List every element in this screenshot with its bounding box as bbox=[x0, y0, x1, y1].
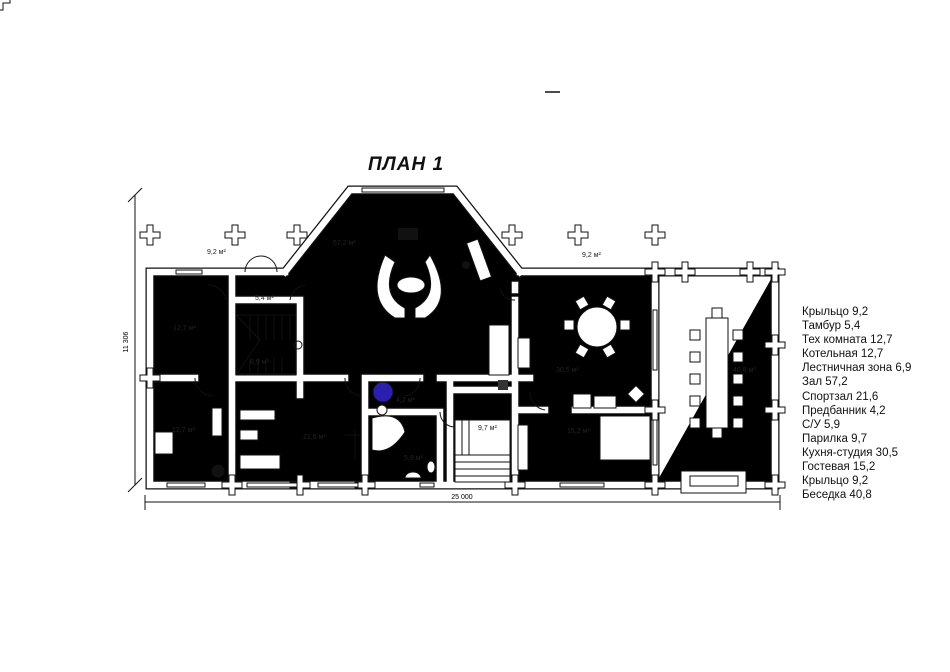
legend-item: Предбанник 4,2 bbox=[802, 404, 886, 417]
area-label: 21,6 м² bbox=[303, 434, 326, 441]
legend-item: Парилка 9,7 bbox=[802, 432, 868, 445]
area-label: 5,9 м² bbox=[404, 455, 423, 462]
posts bbox=[0, 0, 786, 496]
gazebo-furniture bbox=[680, 307, 747, 494]
area-label: 4,2 м² bbox=[396, 397, 415, 404]
windows bbox=[166, 187, 658, 488]
walls bbox=[150, 190, 775, 485]
dimension-lines bbox=[127, 187, 781, 510]
legend-item: Крыльцо 9,2 bbox=[802, 306, 869, 318]
area-label: 9,7 м² bbox=[478, 425, 497, 432]
area-label: 12,7 м² bbox=[172, 427, 195, 434]
area-label: 5,4 м² bbox=[255, 295, 274, 302]
height-dimension: 11 306 bbox=[123, 331, 130, 352]
bath-fixtures bbox=[371, 380, 511, 483]
legend-item: Лестничная зона 6,9 bbox=[802, 362, 912, 375]
hall-furniture bbox=[376, 228, 531, 376]
legend-item: Кухня-студия 30,5 bbox=[802, 446, 899, 459]
staircase bbox=[235, 314, 303, 376]
area-label: 57,2 м² bbox=[333, 240, 356, 247]
legend-item: Котельная 12,7 bbox=[802, 348, 884, 361]
area-label: 9,2 м² bbox=[207, 249, 226, 256]
area-label: 15,2 м² bbox=[567, 428, 590, 435]
area-label: 12,7 м² bbox=[173, 325, 196, 332]
legend-item: Зал 57,2 bbox=[802, 376, 848, 389]
legend-item: Беседка 40,8 bbox=[802, 489, 872, 502]
legend-item: Тамбур 5,4 bbox=[802, 320, 861, 333]
area-labels: 9,2 м² 57,2 м² 5,4 м² 12,7 м² 6,9 м² 4,2… bbox=[172, 240, 756, 462]
room-legend: Крыльцо 9,2 Тамбур 5,4 Тех комната 12,7 … bbox=[802, 305, 911, 502]
plan-title: ПЛАН 1 bbox=[368, 154, 445, 175]
area-label: 9,2 м² bbox=[582, 252, 601, 259]
legend-item: С/У 5,9 bbox=[802, 418, 840, 431]
width-dimension: 25 000 bbox=[451, 494, 473, 501]
gym-equipment bbox=[154, 407, 360, 478]
doors bbox=[194, 255, 546, 428]
legend-item: Тех комната 12,7 bbox=[802, 334, 893, 347]
legend-item: Крыльцо 9,2 bbox=[802, 475, 869, 488]
legend-item: Гостевая 15,2 bbox=[802, 461, 876, 474]
legend-item: Спортзал 21,6 bbox=[802, 390, 879, 403]
kitchen-furniture bbox=[517, 295, 651, 471]
area-label: 6,9 м² bbox=[250, 359, 269, 366]
area-label: 40,8 м² bbox=[733, 367, 756, 374]
area-label: 30,5 м² bbox=[556, 367, 579, 374]
